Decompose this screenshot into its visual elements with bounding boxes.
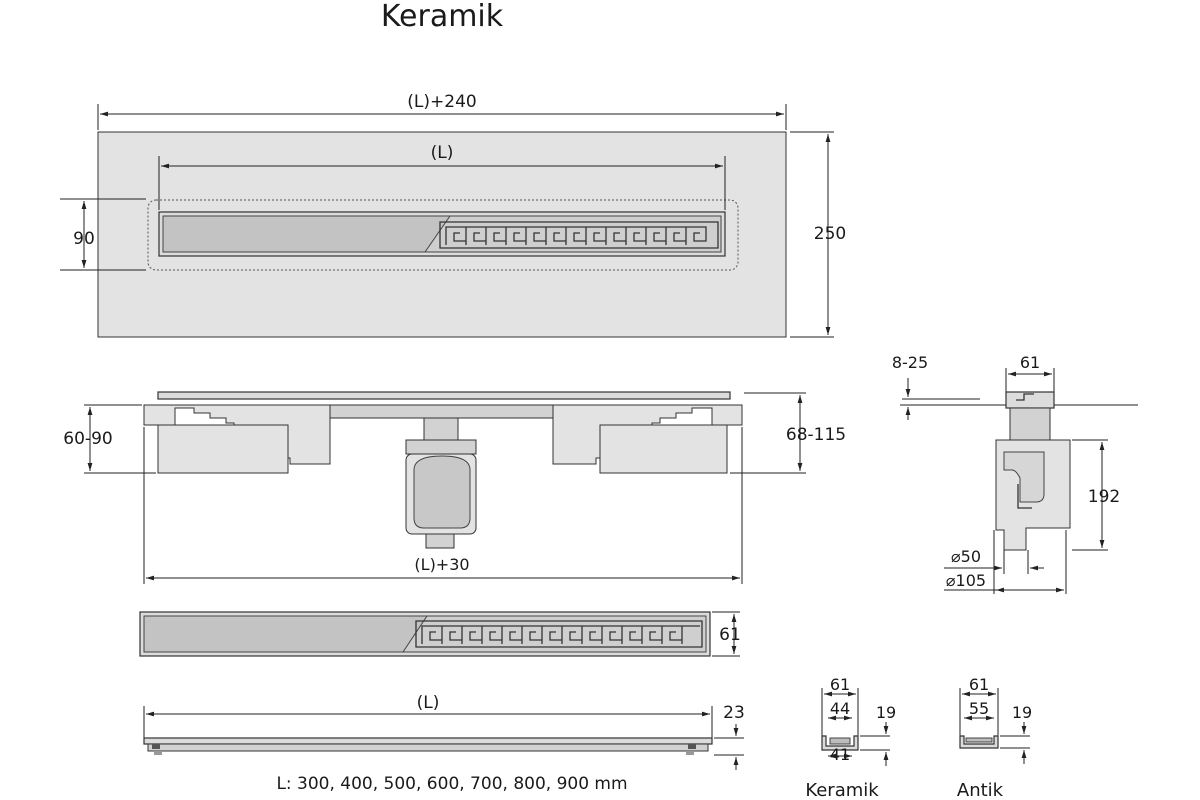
body-length-label: (L)+30 xyxy=(414,555,469,574)
keramik-caption: Keramik xyxy=(805,780,879,800)
antik-caption: Antik xyxy=(957,780,1004,800)
top-grate-pattern xyxy=(439,221,719,249)
antik-profile-shape xyxy=(959,735,999,749)
height-label: 250 xyxy=(814,224,846,244)
overall-length-label: (L)+240 xyxy=(407,92,476,112)
keramik-height-label: 19 xyxy=(876,703,896,722)
grate-pattern xyxy=(415,620,703,648)
antik-profile-view: 61 55 19 Antik xyxy=(957,675,1032,800)
adjust-label: 8-25 xyxy=(892,353,928,372)
antik-inner-label: 55 xyxy=(969,699,989,718)
trap-depth-label: 192 xyxy=(1088,487,1120,507)
outlet-diameter-label: ⌀50 xyxy=(951,547,981,566)
outlet-neck xyxy=(423,417,459,441)
keramik-inner-bottom-label: 41 xyxy=(830,745,850,764)
right-height-label: 68-115 xyxy=(786,425,846,445)
channel-length-label: (L) xyxy=(431,143,454,163)
antik-outer-label: 61 xyxy=(969,675,989,694)
profile-view: (L) 23 L: 300, 400, 500, 600, 700, 800, … xyxy=(143,693,745,794)
channel-width-label: 90 xyxy=(73,229,95,249)
lengths-note: L: 300, 400, 500, 600, 700, 800, 900 mm xyxy=(276,774,627,794)
drawing-title: Keramik xyxy=(381,0,504,34)
side-view: 60-90 68-115 (L)+30 xyxy=(63,391,846,584)
keramik-outer-label: 61 xyxy=(830,675,850,694)
top-view: (L)+240 (L) 90 250 xyxy=(60,92,846,338)
antik-height-label: 19 xyxy=(1012,703,1032,722)
profile-height-label: 23 xyxy=(723,703,745,723)
body-diameter-label: ⌀105 xyxy=(946,571,986,590)
trap-width-label: 61 xyxy=(1020,353,1040,372)
outlet-pipe xyxy=(425,533,455,549)
keramik-inner-top-label: 44 xyxy=(830,699,850,718)
trap-section-view: 8-25 61 192 ⌀50 ⌀105 xyxy=(892,353,1138,594)
grate-view: 61 xyxy=(139,611,741,657)
cutout-outline xyxy=(147,199,739,271)
profile-length-label: (L) xyxy=(417,693,440,713)
side-grate xyxy=(157,391,731,400)
profile-strip xyxy=(143,737,713,745)
keramik-profile-view: 61 44 41 19 Keramik xyxy=(805,675,896,800)
left-height-label: 60-90 xyxy=(63,429,112,449)
grate-width-label: 61 xyxy=(719,625,741,645)
keramik-profile-shape xyxy=(821,735,859,751)
